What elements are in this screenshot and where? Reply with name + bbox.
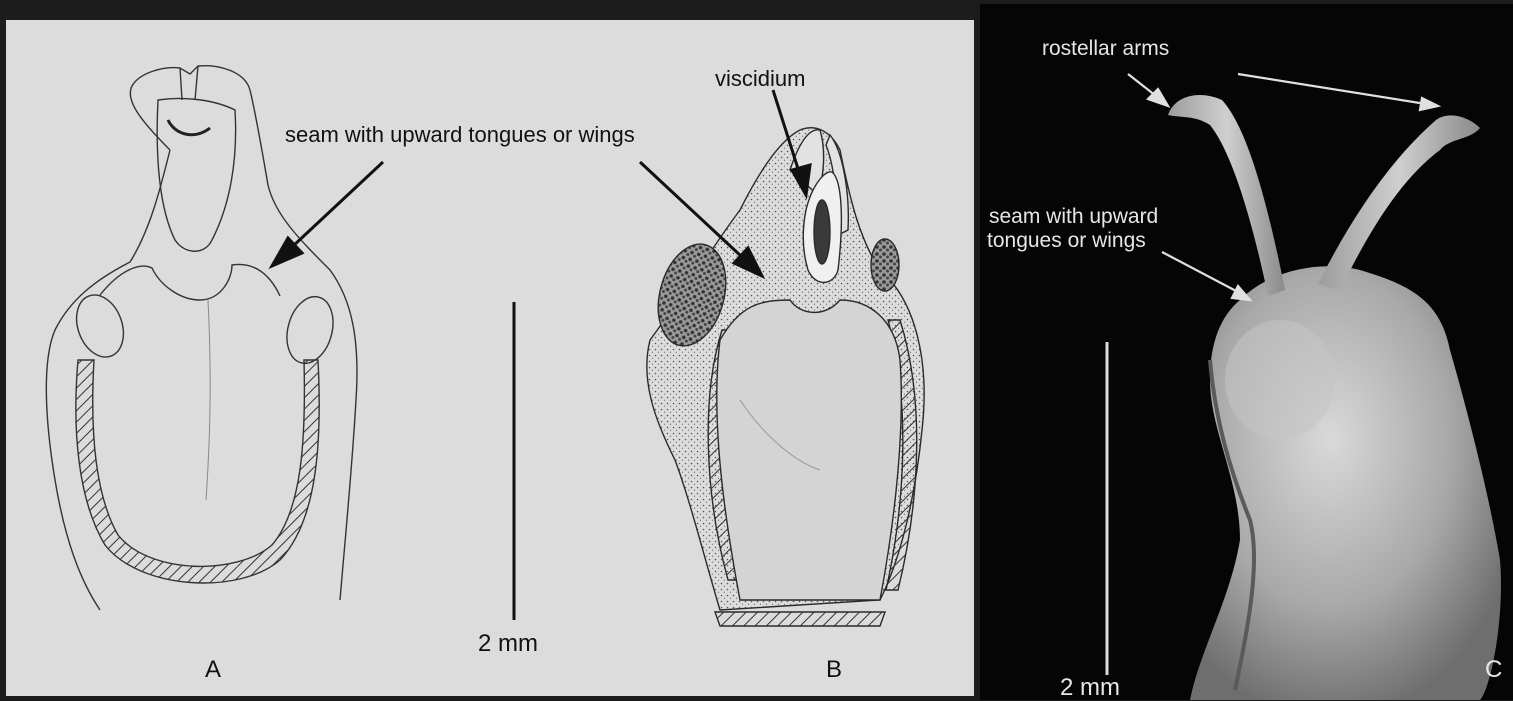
drawing-a-pollinium-right (280, 291, 340, 368)
drawing-a-slit (180, 66, 198, 100)
label-seam-drawing: seam with upward tongues or wings (285, 124, 635, 146)
drawing-b-hatch-base (715, 612, 885, 626)
label-seam-photo-line1: seam with upward (989, 206, 1158, 227)
drawing-a-pollinium-left (68, 288, 131, 363)
label-scale-photo: 2 mm (1060, 676, 1120, 700)
drawing-a-midline (206, 300, 210, 500)
drawing-a (46, 66, 357, 610)
label-viscidium: viscidium (715, 68, 805, 90)
drawing-b (647, 128, 924, 626)
panel-label-a: A (205, 658, 221, 682)
arrow-seam-c (1162, 252, 1238, 292)
arrow-seam-a (292, 162, 383, 247)
drawing-a-seam (100, 264, 280, 300)
photo-c (1168, 95, 1501, 700)
photo-seam-bulge (1225, 320, 1335, 440)
drawing-b-pollinium-right (871, 239, 899, 291)
arrow-arm-right (1238, 74, 1426, 104)
label-seam-photo-line2: tongues or wings (987, 230, 1146, 251)
label-rostellar-arms: rostellar arms (1042, 38, 1169, 59)
panel-label-c: C (1485, 658, 1502, 682)
drawing-a-tongue-mark (168, 120, 210, 135)
drawing-a-hatched-band (76, 360, 319, 583)
arrow-seam-b (640, 162, 742, 257)
arrow-arm-left (1128, 74, 1156, 96)
label-scale-drawing: 2 mm (478, 632, 538, 656)
panel-label-b: B (826, 658, 842, 682)
arrow-arm-right-head (1420, 98, 1438, 110)
viscidium-core (814, 200, 830, 264)
drawing-b-lip (717, 300, 902, 600)
arrow-seam-c-head (1232, 286, 1250, 300)
photo-arm-right (1318, 115, 1480, 290)
photo-arm-left (1168, 95, 1285, 296)
